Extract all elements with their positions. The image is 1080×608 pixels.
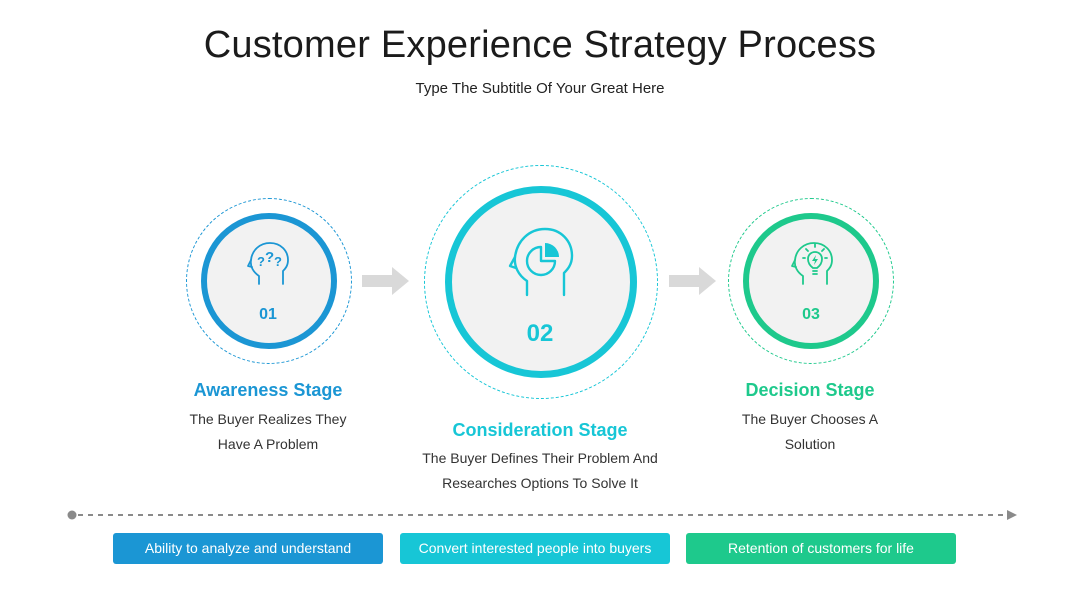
stage-1-dashed-ring — [186, 198, 352, 364]
timeline-dashed-line — [67, 510, 1017, 520]
arrow-right-icon — [362, 267, 409, 295]
stage-2-number: 02 — [526, 320, 554, 347]
stage-2-dashed-ring — [424, 165, 658, 399]
stage-3-desc-line-2: Solution — [784, 436, 836, 452]
stage-2-title: Consideration Stage — [452, 420, 628, 440]
stage-3-desc-line-1: The Buyer Chooses A — [741, 411, 879, 427]
stage-1-desc-line-1: The Buyer Realizes They — [189, 411, 347, 427]
page-title: Customer Experience Strategy Process — [203, 24, 877, 66]
pill-analyze: Ability to analyze and understand — [113, 533, 383, 564]
svg-text:?: ? — [274, 254, 282, 269]
head-lightbulb-icon — [791, 242, 833, 285]
stage-1-title: Awareness Stage — [193, 380, 343, 400]
pill-convert: Convert interested people into buyers — [400, 533, 670, 564]
head-question-icon: ? ? ? — [247, 242, 289, 285]
pill-retention: Retention of customers for life — [686, 533, 956, 564]
stage-3-dashed-ring — [728, 198, 894, 364]
arrow-right-icon — [669, 267, 716, 295]
stage-2-circle — [445, 186, 637, 378]
stage-1-desc-line-2: Have A Problem — [217, 436, 319, 452]
timeline-start-dot — [67, 510, 77, 520]
stage-3-title: Decision Stage — [745, 380, 875, 400]
stage-2-desc-line-2: Researches Options To Solve It — [442, 475, 638, 491]
page-subtitle: Type The Subtitle Of Your Great Here — [415, 80, 665, 97]
svg-text:?: ? — [257, 254, 265, 269]
stage-2-desc-line-1: The Buyer Defines Their Problem And — [422, 450, 658, 466]
head-pie-chart-icon — [508, 227, 574, 297]
svg-text:?: ? — [265, 249, 274, 266]
stage-1-number: 01 — [259, 306, 277, 323]
stage-3-circle — [743, 213, 879, 349]
timeline-arrowhead-icon — [1007, 510, 1017, 520]
stage-1-circle — [201, 213, 337, 349]
stage-3-number: 03 — [802, 306, 820, 323]
